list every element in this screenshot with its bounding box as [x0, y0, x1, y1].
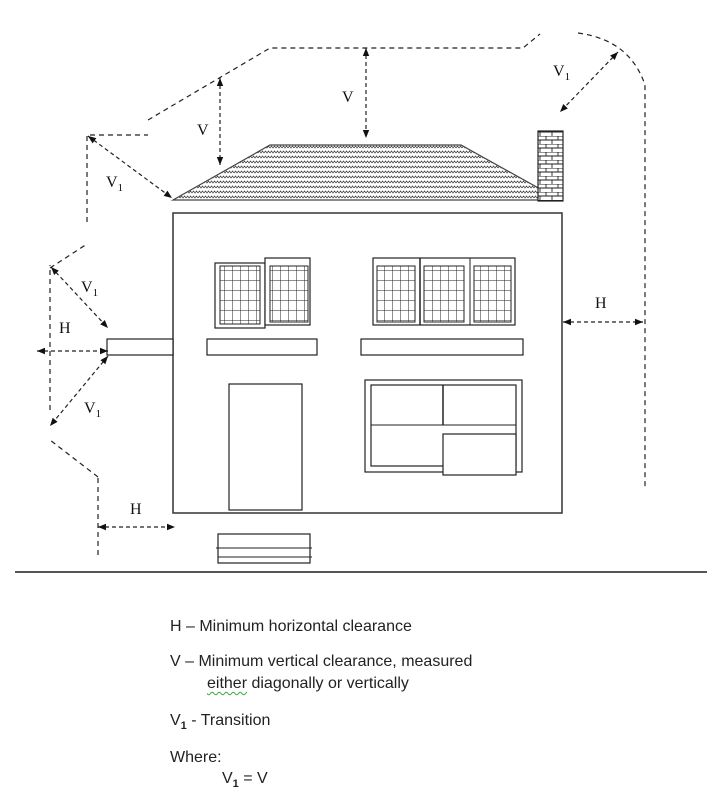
label-v1-top-right: V1	[553, 63, 570, 83]
label-h-bottom: H	[130, 501, 142, 518]
clearance-envelope	[49, 32, 646, 555]
upper-left-windows	[214, 257, 311, 329]
spellcheck-word: either	[207, 675, 248, 692]
upper-right-windows	[372, 257, 516, 326]
window-sill-right	[360, 338, 524, 356]
label-v1-left-lower: V1	[84, 400, 101, 420]
lower-window	[364, 379, 523, 476]
label-v1-left-upper: V1	[81, 279, 98, 299]
label-h-right: H	[595, 295, 607, 312]
label-v-center: V	[342, 89, 354, 106]
legend-v-line2: either diagonally or vertically	[207, 673, 409, 695]
chimney	[537, 130, 564, 202]
steps	[216, 533, 312, 564]
roof	[170, 144, 563, 201]
label-v-left: V	[197, 122, 209, 139]
legend-h: H – Minimum horizontal clearance	[170, 618, 412, 635]
label-h-left: H	[59, 320, 71, 337]
legend-v1: V1 - Transition	[170, 712, 271, 733]
legend-where: Where:	[170, 749, 222, 766]
v1-arrow-left-upper	[50, 266, 109, 329]
porch-beam	[106, 338, 174, 356]
window-sill-left	[206, 338, 318, 356]
door	[228, 383, 303, 511]
label-v1-top-left: V1	[106, 174, 123, 194]
v1-arrow-left-lower	[49, 355, 109, 427]
legend-equation: V1 = V	[222, 770, 268, 791]
legend-v-line2-rest: diagonally or vertically	[247, 675, 409, 692]
v1-arrow-top-left	[87, 135, 173, 199]
legend-v-line1: V – Minimum vertical clearance, measured	[170, 653, 473, 670]
